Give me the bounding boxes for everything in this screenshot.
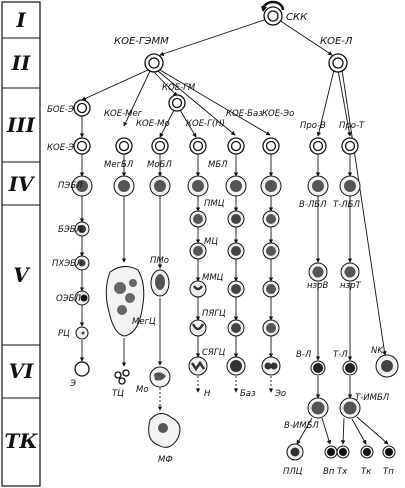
label-e: Э bbox=[69, 379, 76, 389]
label-mbl: МБЛ bbox=[208, 160, 228, 170]
stage-label-TK: ТК bbox=[4, 429, 38, 453]
label-vp: Вп bbox=[323, 467, 335, 477]
label-megbl: МегБЛ bbox=[104, 160, 134, 170]
label-tx: Тх bbox=[337, 467, 348, 477]
label-boe-e: БОЕ-Э bbox=[47, 105, 74, 115]
maturing-cells bbox=[74, 210, 399, 461]
label-koe-mo: КОЕ-Мо bbox=[136, 119, 170, 129]
stage-label-IV: IV bbox=[8, 172, 36, 196]
label-koe-meg: КОЕ-Мег bbox=[104, 109, 143, 119]
label-pmc: ПМЦ bbox=[204, 199, 225, 209]
label-v-imbl: В-ИМБЛ bbox=[284, 421, 319, 431]
label-baz: Баз bbox=[240, 389, 256, 399]
label-tk: Тк bbox=[361, 467, 372, 477]
label-nzrt: нзрТ bbox=[340, 281, 361, 291]
boe-e-cell-inner bbox=[76, 102, 88, 114]
label-plc: ПЛЦ bbox=[283, 467, 303, 477]
stage-label-VI: VI bbox=[9, 359, 35, 383]
platelet-3 bbox=[118, 377, 126, 385]
stage-label-I: I bbox=[15, 8, 26, 32]
label-koe-baz: КОЕ-Баз bbox=[226, 109, 263, 119]
koe-e-cell-inner bbox=[76, 140, 88, 152]
koe-gm-cell-inner bbox=[171, 97, 183, 109]
label-bebl: БЭБЛ bbox=[58, 225, 83, 235]
label-syagc: СЯГЦ bbox=[202, 348, 226, 358]
erythrocyte-cell bbox=[74, 361, 90, 377]
stage-column: I II III IV V VI ТК bbox=[1, 1, 41, 487]
stage-label-V: V bbox=[13, 263, 31, 287]
v-lbl-nucleus bbox=[312, 180, 324, 192]
label-rc: РЦ bbox=[58, 329, 70, 339]
koe-eo-cell-inner bbox=[265, 140, 277, 152]
koe-meg-cell-inner bbox=[118, 140, 130, 152]
koe-mo-cell-inner bbox=[154, 140, 166, 152]
koe-gemm-cell-inner bbox=[148, 57, 160, 69]
label-pro-v: Про-В bbox=[300, 121, 326, 131]
label-tc: ТЦ bbox=[112, 389, 124, 399]
eosinophil-series bbox=[261, 210, 281, 376]
label-pkhebl: ПХЭБЛ bbox=[52, 259, 83, 269]
label-v-lbl: В-ЛБЛ bbox=[299, 200, 327, 210]
platelet-2 bbox=[122, 369, 130, 377]
cell-labels: СКК КОЕ-ГЭММ КОЕ-Л БОЕ-Э КОЕ-Э КОЕ-Мег К… bbox=[47, 12, 394, 477]
skk-cell-inner bbox=[267, 10, 279, 22]
label-n: Н bbox=[204, 389, 211, 399]
label-mmc: ММЦ bbox=[202, 273, 224, 283]
label-koe-l: КОЕ-Л bbox=[320, 36, 353, 47]
label-koe-gm: КОЕ-ГМ bbox=[162, 83, 196, 93]
koe-baz-cell-inner bbox=[230, 140, 242, 152]
mobl-nucleus bbox=[154, 180, 166, 192]
label-pro-t: Про-Т bbox=[339, 121, 365, 131]
label-t-l: Т-Л bbox=[333, 350, 348, 360]
platelet-1 bbox=[114, 371, 122, 379]
edges bbox=[79, 17, 389, 445]
label-pebl: ПЭБЛ bbox=[58, 181, 83, 191]
label-mf: МФ bbox=[158, 455, 173, 465]
label-nk: NK bbox=[371, 346, 384, 356]
koe-l-cell-inner bbox=[332, 57, 344, 69]
koe-g-n-cell-inner bbox=[192, 140, 204, 152]
label-oebl: ОЭБЛ bbox=[56, 294, 81, 304]
label-tp: Тп bbox=[383, 467, 394, 477]
label-koe-e: КОЕ-Э bbox=[47, 143, 74, 153]
baz-blast-nucleus bbox=[230, 180, 242, 192]
progenitor-cells bbox=[73, 6, 359, 155]
eo-blast-nucleus bbox=[265, 180, 277, 192]
label-mo: Мо bbox=[136, 385, 149, 395]
mbl-nucleus bbox=[192, 180, 204, 192]
label-eo: Эо bbox=[274, 389, 286, 399]
label-t-lbl: Т-ЛБЛ bbox=[333, 200, 360, 210]
stage-label-II: II bbox=[11, 51, 31, 75]
label-nzrv: нзрВ bbox=[307, 281, 328, 291]
label-koe-g-n: КОЕ-Г(Н) bbox=[186, 119, 225, 129]
label-v-l: В-Л bbox=[296, 350, 312, 360]
label-mc: МЦ bbox=[204, 237, 218, 247]
neutrophil-series bbox=[188, 210, 208, 376]
label-mobl: МоБЛ bbox=[147, 160, 172, 170]
pro-t-cell-inner bbox=[344, 140, 356, 152]
label-skk: СКК bbox=[286, 12, 308, 23]
label-pyagc: ПЯГЦ bbox=[202, 309, 226, 319]
label-koe-eo: КОЕ-Эо bbox=[262, 109, 294, 119]
label-pmo: ПМо bbox=[150, 256, 169, 266]
stage-label-III: III bbox=[6, 113, 36, 137]
label-t-imbl: Т-ИМБЛ bbox=[355, 393, 390, 403]
basophil-series bbox=[226, 210, 246, 376]
megbl-nucleus bbox=[118, 180, 130, 192]
label-megc: МегЦ bbox=[132, 317, 156, 327]
blast-cells bbox=[71, 175, 361, 197]
self-renewal-arrowhead-icon bbox=[261, 6, 267, 12]
pro-v-cell-inner bbox=[312, 140, 324, 152]
label-koe-gemm: КОЕ-ГЭММ bbox=[114, 36, 169, 47]
t-lbl-nucleus bbox=[344, 180, 356, 192]
pebl-nucleus bbox=[76, 180, 88, 192]
